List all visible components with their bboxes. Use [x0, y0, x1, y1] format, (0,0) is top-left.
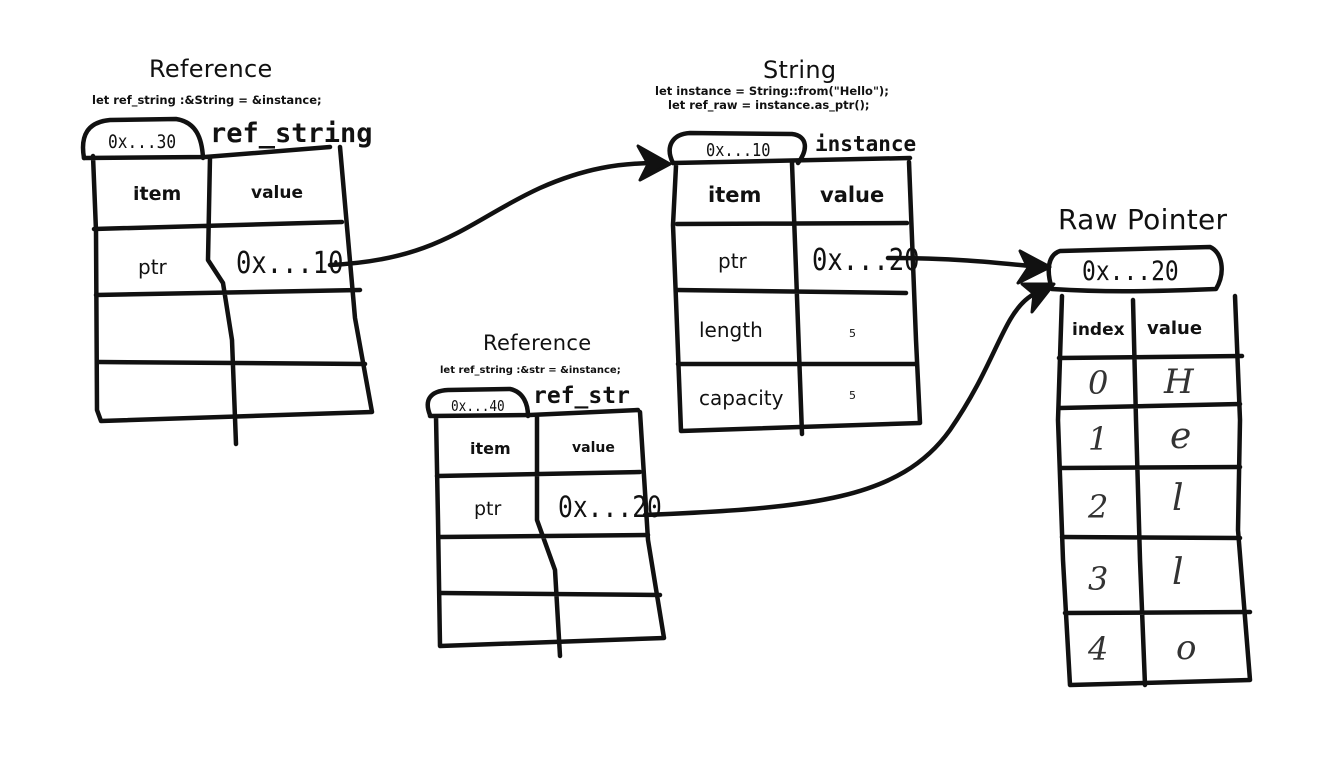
arrowhead-to-raw-pointer-top	[1016, 249, 1052, 285]
string-grid	[673, 160, 918, 437]
ref-string-row-value: 0x...10	[236, 246, 344, 281]
string-code-line1: let instance = String::from("Hello");	[655, 84, 889, 98]
raw-pointer-value-0: H	[1164, 362, 1194, 402]
raw-pointer-address: 0x...20	[1082, 256, 1179, 287]
ref-string-box	[80, 116, 375, 447]
raw-pointer-title: Raw Pointer	[1058, 203, 1228, 236]
string-frame	[670, 155, 923, 434]
ref-string-address-tab	[80, 116, 206, 161]
ref-string-name: ref_string	[210, 118, 373, 149]
raw-pointer-index-2: 2	[1088, 488, 1109, 526]
ref-string-address: 0x...30	[108, 131, 177, 153]
raw-pointer-index-0: 0	[1088, 364, 1109, 402]
ref-str-code: let ref_string :&str = &instance;	[440, 365, 621, 376]
raw-pointer-box	[1046, 244, 1253, 688]
string-row-ptr-value: 0x...20	[812, 243, 920, 278]
ref-str-address: 0x...40	[451, 397, 505, 415]
arrowhead-to-instance	[636, 144, 672, 182]
ref-string-frame	[81, 144, 375, 424]
string-row-capacity-item: capacity	[699, 386, 784, 410]
ref-str-row-item: ptr	[474, 498, 502, 520]
string-address: 0x...10	[706, 140, 771, 161]
raw-pointer-value-3: l	[1172, 552, 1184, 593]
arrow-instance-to-raw-pointer	[885, 255, 1033, 269]
ref-str-frame	[427, 407, 667, 649]
ref-str-header-value: value	[572, 440, 615, 456]
ref-string-grid	[91, 154, 368, 447]
string-code-line2: let ref_raw = instance.as_ptr();	[668, 98, 870, 112]
string-row-length-item: length	[699, 318, 763, 342]
raw-pointer-index-3: 3	[1088, 560, 1109, 598]
raw-pointer-grid	[1056, 297, 1253, 688]
raw-pointer-frame	[1055, 293, 1253, 688]
string-header-item: item	[708, 183, 762, 207]
ref-str-box	[425, 386, 667, 659]
string-header-value: value	[820, 183, 885, 207]
ref-str-row-value: 0x...20	[558, 490, 662, 524]
ref-str-address-tab	[425, 386, 531, 419]
ref-str-title: Reference	[483, 331, 592, 355]
raw-pointer-header-value: value	[1147, 318, 1203, 339]
string-address-tab	[667, 130, 807, 166]
raw-pointer-value-2: l	[1172, 478, 1184, 519]
string-name: instance	[815, 132, 917, 156]
string-box	[667, 130, 923, 437]
raw-pointer-index-4: 4	[1088, 630, 1109, 668]
ref-string-row-item: ptr	[138, 255, 167, 279]
arrowhead-to-raw-pointer-bottom	[1020, 282, 1056, 314]
string-row-capacity-value: 5	[849, 389, 856, 402]
raw-pointer-address-tab	[1046, 244, 1224, 294]
ref-string-header-value: value	[251, 183, 304, 203]
ref-str-name: ref_str	[533, 383, 630, 409]
ref-str-grid	[434, 413, 663, 659]
arrow-ref-string-to-instance	[327, 160, 661, 268]
ref-string-header-item: item	[133, 183, 182, 205]
string-row-ptr-item: ptr	[718, 249, 747, 273]
ref-str-header-item: item	[470, 439, 511, 458]
arrow-ref-str-to-raw-pointer	[642, 286, 1047, 518]
ref-string-title: Reference	[149, 55, 273, 83]
string-row-length-value: 5	[849, 327, 856, 340]
raw-pointer-value-1: e	[1170, 416, 1192, 457]
string-title: String	[763, 56, 837, 84]
raw-pointer-index-1: 1	[1088, 420, 1109, 458]
raw-pointer-value-4: o	[1176, 628, 1197, 668]
ref-string-code: let ref_string :&String = &instance;	[92, 93, 322, 107]
raw-pointer-header-index: index	[1072, 320, 1125, 340]
